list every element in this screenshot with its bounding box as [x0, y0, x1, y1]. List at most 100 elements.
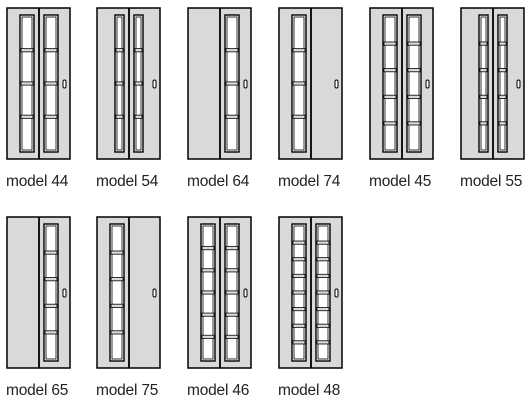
pane-divider: [225, 268, 239, 273]
pane-divider: [316, 290, 330, 295]
pane-divider: [225, 246, 239, 251]
pane-divider: [110, 277, 124, 282]
pane-divider: [316, 340, 330, 345]
pane-divider: [201, 246, 215, 251]
pane-divider: [316, 257, 330, 262]
pane-divider: [383, 121, 397, 126]
pane-divider: [110, 303, 124, 308]
pane-divider: [292, 114, 306, 119]
glazing-frame: [109, 223, 125, 362]
pane-divider: [20, 48, 34, 53]
pane-divider: [201, 290, 215, 295]
glazing-frame: [497, 14, 508, 153]
pane-divider: [316, 323, 330, 328]
door-illustration: [6, 7, 71, 160]
pane-divider: [316, 307, 330, 312]
handle-icon: [152, 288, 157, 298]
door-illustration: [369, 7, 434, 160]
pane-divider: [407, 94, 421, 99]
pane-divider: [115, 81, 124, 86]
glazing-frame: [406, 14, 422, 153]
pane-divider: [134, 81, 143, 86]
glazing-inner: [499, 16, 506, 151]
model-label: model 45: [369, 173, 432, 190]
pane-divider: [407, 41, 421, 46]
door-model-tile[interactable]: model 46: [187, 216, 252, 402]
handle-icon: [62, 288, 67, 298]
pane-divider: [110, 330, 124, 335]
door-model-tile[interactable]: model 44: [6, 7, 71, 193]
handle-icon: [243, 288, 248, 298]
door-illustration: [278, 216, 343, 369]
glazing-frame: [382, 14, 398, 153]
pane-divider: [201, 312, 215, 317]
pane-divider: [115, 48, 124, 53]
glazing-frame: [478, 14, 489, 153]
handle-icon: [243, 79, 248, 89]
door-model-tile[interactable]: model 65: [6, 216, 71, 402]
pane-divider: [44, 303, 58, 308]
pane-divider: [225, 48, 239, 53]
pane-divider: [479, 121, 488, 126]
model-label: model 65: [6, 382, 69, 399]
pane-divider: [44, 277, 58, 282]
handle-icon: [425, 79, 430, 89]
pane-divider: [498, 121, 507, 126]
pane-divider: [498, 94, 507, 99]
model-label: model 44: [6, 173, 69, 190]
door-model-tile[interactable]: model 55: [460, 7, 525, 193]
pane-divider: [292, 257, 306, 262]
pane-divider: [225, 334, 239, 339]
model-label: model 46: [187, 382, 250, 399]
model-label: model 55: [460, 173, 523, 190]
model-label: model 64: [187, 173, 250, 190]
pane-divider: [20, 114, 34, 119]
door-model-tile[interactable]: model 54: [96, 7, 161, 193]
pane-divider: [383, 94, 397, 99]
pane-divider: [316, 240, 330, 245]
glazing-inner: [480, 16, 487, 151]
model-label: model 48: [278, 382, 341, 399]
glazing-inner: [45, 225, 57, 360]
pane-divider: [479, 41, 488, 46]
glazing-inner: [408, 16, 420, 151]
pane-divider: [225, 312, 239, 317]
door-model-tile[interactable]: model 45: [369, 7, 434, 193]
door-model-tile[interactable]: model 48: [278, 216, 343, 402]
pane-divider: [407, 68, 421, 73]
pane-divider: [292, 48, 306, 53]
pane-divider: [407, 121, 421, 126]
pane-divider: [292, 81, 306, 86]
pane-divider: [225, 114, 239, 119]
pane-divider: [44, 48, 58, 53]
pane-divider: [383, 68, 397, 73]
pane-divider: [292, 307, 306, 312]
door-model-tile[interactable]: model 74: [278, 7, 343, 193]
pane-divider: [44, 250, 58, 255]
door-model-tile[interactable]: model 64: [187, 7, 252, 193]
pane-divider: [44, 81, 58, 86]
pane-divider: [201, 334, 215, 339]
pane-divider: [383, 41, 397, 46]
handle-icon: [334, 288, 339, 298]
door-model-tile[interactable]: model 75: [96, 216, 161, 402]
pane-divider: [201, 268, 215, 273]
pane-divider: [292, 240, 306, 245]
pane-divider: [292, 273, 306, 278]
pane-divider: [292, 323, 306, 328]
pane-divider: [20, 81, 34, 86]
door-illustration: [278, 7, 343, 160]
glazing-inner: [111, 225, 123, 360]
pane-divider: [134, 114, 143, 119]
glazing-inner: [384, 16, 396, 151]
door-illustration: [96, 216, 161, 369]
model-label: model 54: [96, 173, 159, 190]
door-illustration: [187, 7, 252, 160]
door-illustration: [187, 216, 252, 369]
glazing-frame: [43, 223, 59, 362]
pane-divider: [134, 48, 143, 53]
pane-divider: [44, 114, 58, 119]
pane-divider: [498, 68, 507, 73]
pane-divider: [292, 340, 306, 345]
door-illustration: [96, 7, 161, 160]
